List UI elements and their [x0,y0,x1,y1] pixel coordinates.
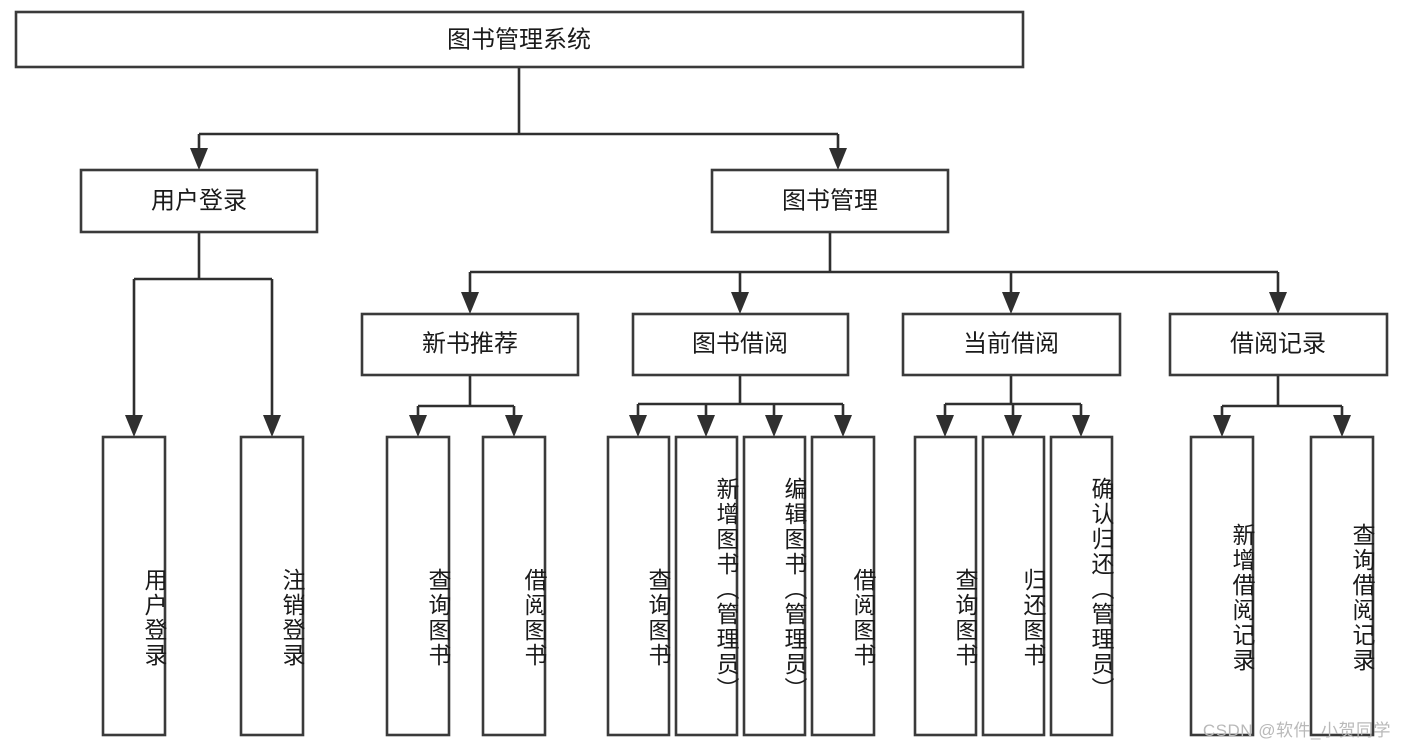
watermark-text: CSDN @软件_小贺同学 [1202,721,1391,740]
node-leaf-query-borrow-record-box[interactable] [1309,435,1375,737]
node-leaf-logout-box[interactable] [239,435,305,737]
edges-layer [125,68,1351,437]
node-book-manage-label: 图书管理 [782,187,878,214]
node-leaf-user-login-box[interactable] [101,435,167,737]
arrow-to-leaf-query-book-3 [936,415,954,437]
arrow-to-leaf-add-borrow-record [1213,415,1231,437]
node-user-login[interactable]: 用户登录 [79,168,319,234]
node-user-login-label: 用户登录 [151,187,247,214]
node-leaf-confirm-return-box[interactable] [1049,435,1114,737]
leaf-boxes-layer [101,435,1375,737]
arrow-to-user-login [190,148,208,170]
arrow-to-leaf-add-book-admin [697,415,715,437]
node-root-label: 图书管理系统 [447,26,591,53]
arrow-to-leaf-logout [263,415,281,437]
node-leaf-edit-book-admin-box[interactable] [742,435,807,737]
edge-borrowrecord-bus [1220,376,1344,419]
node-new-book-recommend-box[interactable] [360,312,580,377]
edge-bookmanage-bus [468,233,1280,296]
node-root[interactable]: 图书管理系统 [14,10,1025,69]
node-borrow-record[interactable]: 借阅记录 [1168,312,1389,377]
arrow-to-leaf-confirm-return [1072,415,1090,437]
arrow-to-leaf-query-book-1 [409,415,427,437]
node-leaf-query-book-1-box[interactable] [385,435,451,737]
arrow-to-leaf-borrow-book-1 [505,415,523,437]
node-current-borrow-box[interactable] [901,312,1122,377]
node-leaf-query-book-2-box[interactable] [606,435,671,737]
node-new-book-recommend-label: 新书推荐 [422,330,518,357]
node-book-borrow-label: 图书借阅 [692,330,788,357]
edge-bookborrow-bus [636,376,845,419]
nodes-layer: 图书管理系统 用户登录 图书管理 新书推荐 图书借阅 当前 [14,10,1389,737]
node-current-borrow-label: 当前借阅 [963,330,1059,357]
node-current-borrow[interactable]: 当前借阅 [901,312,1122,377]
arrow-to-leaf-query-book-2 [629,415,647,437]
edge-root-bus [197,68,840,152]
node-leaf-add-borrow-record-box[interactable] [1189,435,1255,737]
arrow-to-current-borrow [1002,292,1020,314]
arrow-to-leaf-query-borrow-record [1333,415,1351,437]
edge-currentborrow-bus [943,376,1083,419]
edge-userlogin-bus [132,233,274,419]
node-book-manage-box[interactable] [710,168,950,234]
node-book-manage[interactable]: 图书管理 [710,168,950,234]
node-borrow-record-box[interactable] [1168,312,1389,377]
node-leaf-return-book-box[interactable] [981,435,1046,737]
node-leaf-add-book-admin-box[interactable] [674,435,739,737]
node-new-book-recommend[interactable]: 新书推荐 [360,312,580,377]
arrow-to-leaf-user-login [125,415,143,437]
node-book-borrow[interactable]: 图书借阅 [631,312,850,377]
node-user-login-box[interactable] [79,168,319,234]
arrow-to-new-book-recommend [461,292,479,314]
arrow-to-book-borrow [731,292,749,314]
arrow-to-borrow-record [1269,292,1287,314]
arrow-to-leaf-edit-book-admin [765,415,783,437]
node-borrow-record-label: 借阅记录 [1230,330,1326,357]
node-leaf-borrow-book-2-box[interactable] [810,435,876,737]
node-leaf-query-book-3-box[interactable] [913,435,978,737]
arrow-to-book-manage [829,148,847,170]
node-book-borrow-box[interactable] [631,312,850,377]
edge-newbook-bus [416,376,516,419]
arrow-to-leaf-return-book [1004,415,1022,437]
node-leaf-borrow-book-1-box[interactable] [481,435,547,737]
arrow-to-leaf-borrow-book-2 [834,415,852,437]
node-root-box[interactable] [14,10,1025,69]
